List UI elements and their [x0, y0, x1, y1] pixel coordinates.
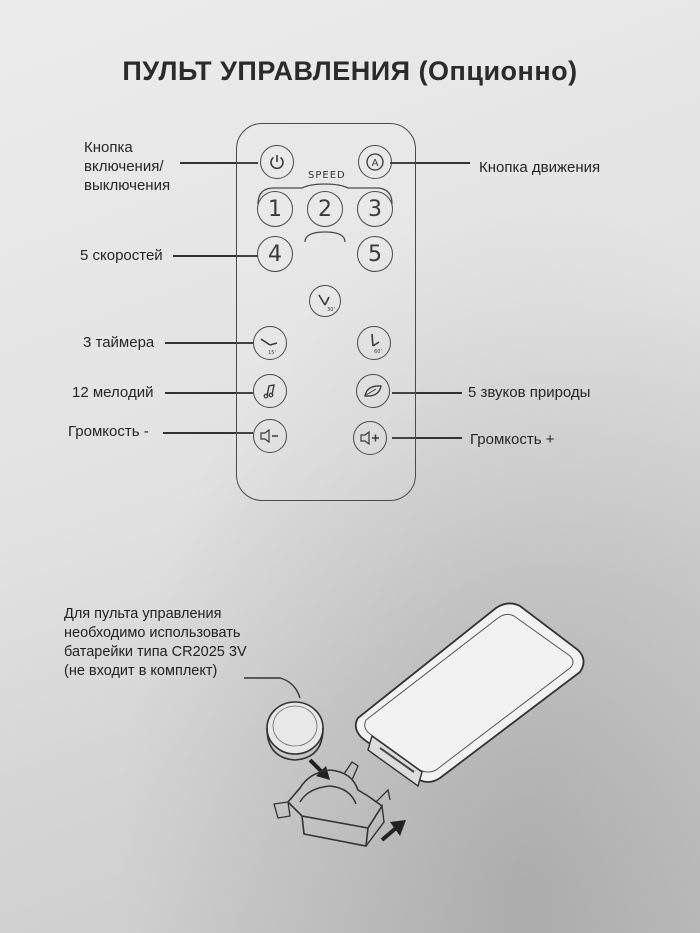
clock-icon: 60' [371, 333, 382, 355]
melodies-leader-line [165, 392, 253, 394]
battery-note-line-2: необходимо использовать [64, 625, 241, 641]
timer-15-text: 15' [268, 350, 276, 356]
battery-note-line-4: (не входит в комплект) [64, 663, 218, 679]
timers-leader-line [165, 342, 253, 344]
power-label: Кнопка включения/ выключения [84, 138, 170, 195]
svg-text:A: A [372, 158, 379, 169]
battery-note: Для пульта управления необходимо использ… [64, 605, 324, 681]
timer-60-text: 60' [374, 349, 382, 355]
timer-30-button[interactable]: 30' [309, 285, 341, 317]
timers-label: 3 таймера [83, 334, 155, 351]
speed-button-1[interactable]: 1 [257, 191, 293, 227]
volume-down-leader-line [163, 432, 253, 434]
speed-group-frame [257, 183, 393, 243]
battery-holder-icon [273, 761, 391, 847]
power-icon [270, 155, 284, 170]
power-button[interactable] [260, 145, 294, 179]
coin-battery-icon [266, 701, 324, 761]
clock-icon: 15' [260, 338, 278, 356]
timer-15-button[interactable]: 15' [253, 326, 287, 360]
power-label-line-1: Кнопка [84, 139, 133, 156]
speed-button-5[interactable]: 5 [357, 236, 393, 272]
nature-leader-line [392, 392, 462, 394]
leaf-icon [364, 385, 382, 397]
volume-down-icon [260, 428, 278, 444]
volume-down-button[interactable] [253, 419, 287, 453]
battery-leader-line [244, 677, 301, 699]
melody-button[interactable] [253, 374, 287, 408]
timer-60-button[interactable]: 60' [357, 326, 391, 360]
speed-button-4[interactable]: 4 [257, 236, 293, 272]
speed-button-3[interactable]: 3 [357, 191, 393, 227]
speeds-label: 5 скоростей [80, 247, 163, 264]
motion-icon: A [366, 153, 384, 171]
music-note-icon [263, 384, 275, 399]
remote-back-icon [354, 602, 585, 788]
power-label-line-3: выключения [84, 177, 171, 194]
motion-leader-line [390, 162, 470, 164]
page-title: ПУЛЬТ УПРАВЛЕНИЯ (Опционно) [122, 56, 578, 86]
clock-icon: 30' [318, 294, 335, 313]
nature-sound-button[interactable] [356, 374, 390, 408]
melodies-label: 12 мелодий [72, 384, 154, 401]
speed-label: SPEED [308, 170, 346, 181]
timer-30-text: 30' [327, 307, 335, 313]
battery-installation-illustration [244, 602, 585, 847]
volume-up-label: Громкость + [470, 431, 555, 448]
nature-label: 5 звуков природы [468, 384, 591, 401]
motion-label: Кнопка движения [479, 159, 601, 176]
down-arrow-icon [308, 758, 330, 780]
power-label-line-2: включения/ [84, 158, 164, 175]
volume-up-button[interactable] [353, 421, 387, 455]
volume-up-leader-line [392, 437, 462, 439]
power-leader-line [180, 162, 258, 164]
insert-arrow-icon [380, 820, 406, 842]
battery-note-line-1: Для пульта управления [64, 606, 222, 622]
battery-note-line-3: батарейки типа CR2025 3V [64, 644, 247, 660]
speeds-leader-line [173, 255, 258, 257]
motion-button[interactable]: A [358, 145, 392, 179]
volume-down-label: Громкость - [68, 423, 149, 440]
speed-button-2[interactable]: 2 [307, 191, 343, 227]
volume-up-icon [360, 430, 379, 446]
